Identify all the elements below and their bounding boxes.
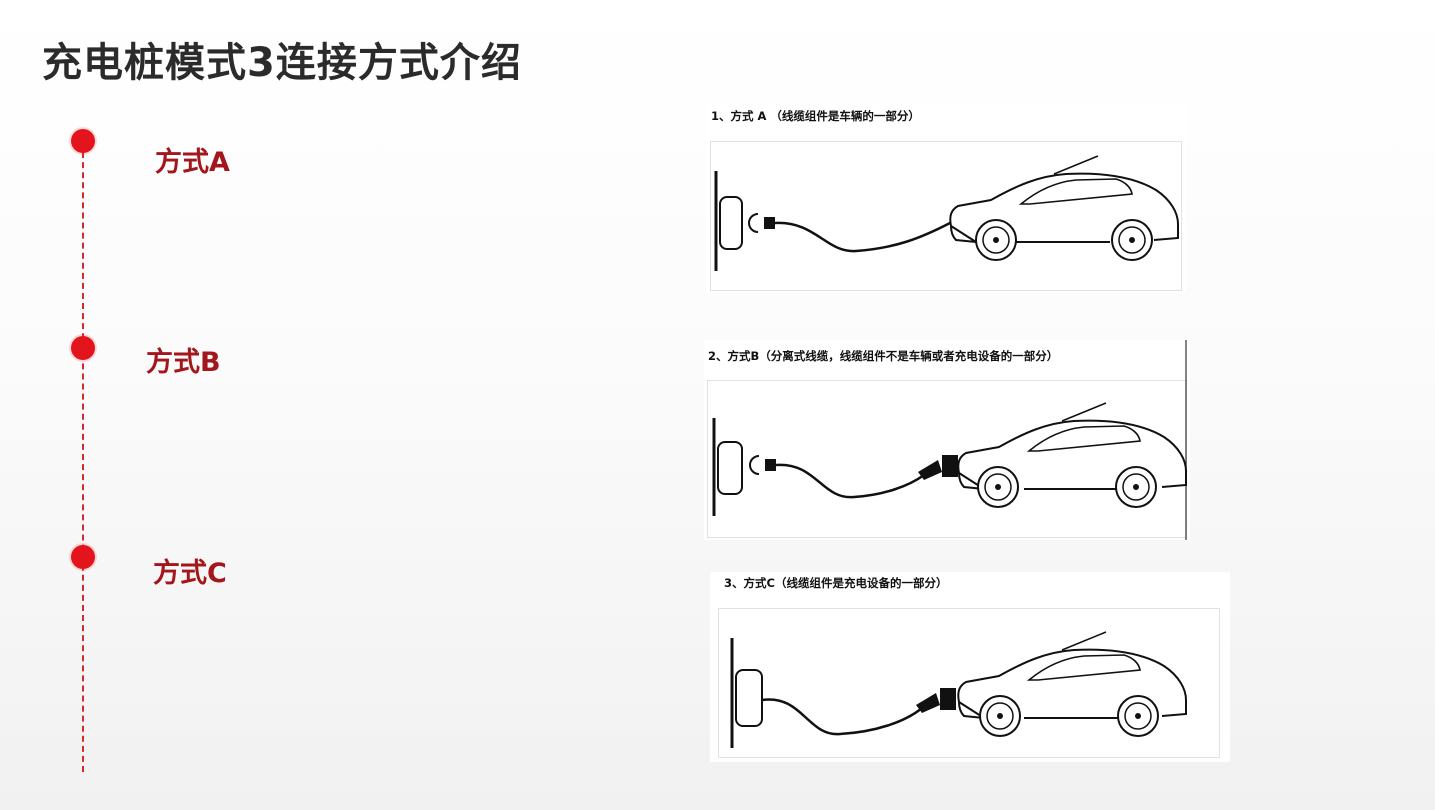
panel-caption-c: 3、方式C（线缆组件是充电设备的一部分）	[724, 576, 948, 590]
charging-station-icon	[717, 441, 743, 495]
connection-diagram-b	[712, 340, 1187, 540]
panel-caption-b: 2、方式B（分离式线缆，线缆组件不是车辆或者充电设备的一部分）	[708, 349, 1059, 363]
timeline-dot-b	[71, 336, 95, 360]
connection-diagram-c	[730, 631, 1187, 748]
car-icon	[957, 402, 1187, 508]
vehicle-connector-icon	[916, 693, 940, 713]
diagram-panel-a: 1、方式 A （线缆组件是车辆的一部分）	[706, 103, 1186, 293]
vehicle-inlet-icon	[940, 688, 956, 710]
timeline-dot-c	[71, 545, 95, 569]
plug-icon	[765, 459, 776, 471]
diagram-panel-b: 2、方式B（分离式线缆，线缆组件不是车辆或者充电设备的一部分）	[704, 340, 1190, 540]
panel-frame-a	[710, 141, 1182, 291]
timeline-dot-a	[71, 129, 95, 153]
socket-icon	[748, 213, 759, 233]
cable-icon	[775, 463, 925, 499]
diagram-panel-c: 3、方式C（线缆组件是充电设备的一部分）	[710, 572, 1230, 762]
connection-diagram-a	[714, 155, 1179, 271]
mode-label-b: 方式B	[146, 347, 221, 378]
mode-label-c: 方式C	[153, 558, 227, 589]
panel-caption-a: 1、方式 A （线缆组件是车辆的一部分）	[711, 109, 920, 123]
plug-icon	[764, 217, 775, 229]
mode-label-a: 方式A	[155, 147, 230, 178]
car-icon	[949, 155, 1179, 261]
socket-icon	[749, 455, 760, 475]
cable-icon	[761, 698, 923, 736]
vehicle-connector-icon	[918, 460, 942, 480]
cable-icon	[774, 221, 951, 253]
slide-title: 充电桩模式3连接方式介绍	[42, 40, 522, 86]
car-icon	[957, 631, 1187, 737]
vehicle-inlet-icon	[942, 455, 958, 477]
charging-station-icon	[735, 669, 763, 727]
timeline-dashed-line	[82, 142, 84, 772]
charging-station-icon	[719, 196, 743, 250]
